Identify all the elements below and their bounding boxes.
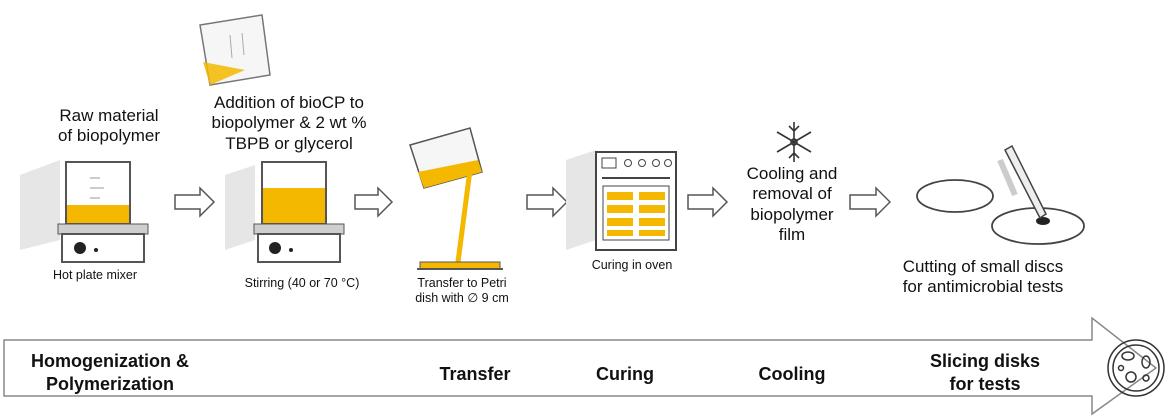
flow-arrow-icon <box>174 186 216 218</box>
film-disc-icon <box>916 179 1085 245</box>
raw-material-label: Raw material of biopolymer <box>57 106 161 146</box>
phase-transfer: Transfer <box>439 364 511 384</box>
snowflake-icon <box>776 122 812 162</box>
beaker-hotplate-icon <box>20 160 149 263</box>
pour-into-petri-dish-icon <box>409 127 503 270</box>
timeline-arrow <box>3 316 1158 416</box>
phase-slicing: Slicing disks for tests <box>929 351 1041 395</box>
cutting-tool-icon <box>997 144 1047 220</box>
petri-dish-microbes-icon <box>1107 339 1165 397</box>
cutting-label: Cutting of small discs for antimicrobial… <box>902 257 1064 297</box>
beaker-hotplate-icon <box>225 161 345 263</box>
phase-cooling: Cooling <box>758 364 826 384</box>
flow-arrow-icon <box>687 186 729 218</box>
flow-arrow-icon <box>526 186 569 218</box>
addition-label: Addition of bioCP to biopolymer & 2 wt %… <box>211 93 367 153</box>
hot-plate-label: Hot plate mixer <box>52 268 138 282</box>
phase-homogenization: Homogenization & Polymerization <box>31 351 189 395</box>
flow-arrow-icon <box>849 186 892 218</box>
stirring-label: Stirring (40 or 70 °C) <box>244 276 360 290</box>
cooling-label: Cooling and removal of biopolymer film <box>746 164 838 245</box>
flow-arrow-icon <box>354 186 394 218</box>
oven-icon <box>566 150 677 251</box>
transfer-label: Transfer to Petri dish with ∅ 9 cm <box>415 276 509 305</box>
pouring-beaker-icon <box>199 14 271 86</box>
phase-curing: Curing <box>596 364 654 384</box>
curing-label: Curing in oven <box>591 258 673 272</box>
